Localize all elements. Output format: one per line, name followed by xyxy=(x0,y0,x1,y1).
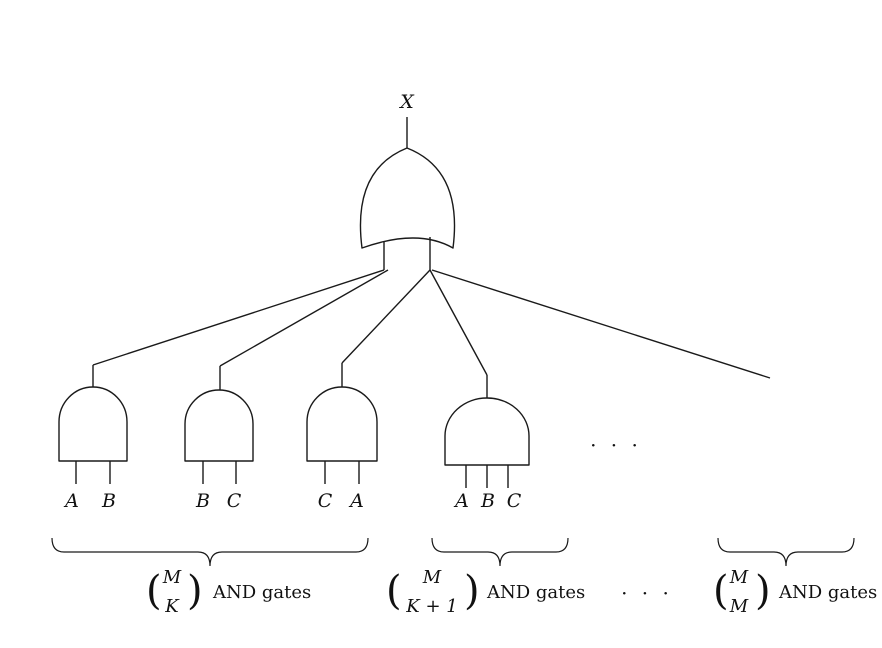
wire-to-and-gate-4 xyxy=(429,269,488,376)
wire-to-and-gate-3 xyxy=(341,269,431,364)
and-gate-3-input-a: A xyxy=(348,490,364,512)
and-gate-1 xyxy=(58,386,128,462)
and-gate-3 xyxy=(306,386,378,462)
brace-group-1 xyxy=(51,537,369,567)
or-gate xyxy=(359,147,456,249)
binom-2-right-paren: ) xyxy=(464,568,480,614)
binom-1-top: M xyxy=(162,567,182,588)
binom-1-left-paren: ( xyxy=(146,568,162,614)
binom-2-bottom: K + 1 xyxy=(405,596,457,617)
and-gate-1-input-b: B xyxy=(101,490,116,512)
binom-1-right-paren: ) xyxy=(187,568,203,614)
more-groups-ellipsis: · · · xyxy=(621,581,673,605)
and-gate-4-input-c: C xyxy=(507,490,522,512)
and-gate-2-input-b: B xyxy=(195,490,210,512)
and-gate-1-input-a: A xyxy=(63,490,79,512)
binom-1-bottom: K xyxy=(164,596,180,617)
binom-3-left-paren: ( xyxy=(713,568,729,614)
binom-3-top: M xyxy=(729,567,749,588)
and-gate-2-input-c: C xyxy=(227,490,242,512)
and-gate-3-input-c: C xyxy=(318,490,333,512)
binom-2-top: M xyxy=(422,567,442,588)
group-3-label: AND gates xyxy=(778,582,877,603)
brace-group-3 xyxy=(717,537,855,567)
wire-to-and-gate-1 xyxy=(92,269,385,366)
and-gate-4-input-a: A xyxy=(453,490,469,512)
binom-2-left-paren: ( xyxy=(386,568,402,614)
wire-to-and-gate-2 xyxy=(219,269,389,367)
wire-to-more-gates xyxy=(431,269,771,379)
and-gate-4 xyxy=(444,397,530,466)
output-label-x: X xyxy=(398,91,415,113)
brace-group-2 xyxy=(431,537,569,567)
more-gates-ellipsis: · · · xyxy=(590,433,642,457)
binom-3-right-paren: ) xyxy=(755,568,771,614)
binom-3-bottom: M xyxy=(729,596,749,617)
and-gate-2 xyxy=(184,389,254,462)
group-2-label: AND gates xyxy=(486,582,585,603)
group-1-label: AND gates xyxy=(212,582,311,603)
and-gate-4-input-b: B xyxy=(480,490,495,512)
